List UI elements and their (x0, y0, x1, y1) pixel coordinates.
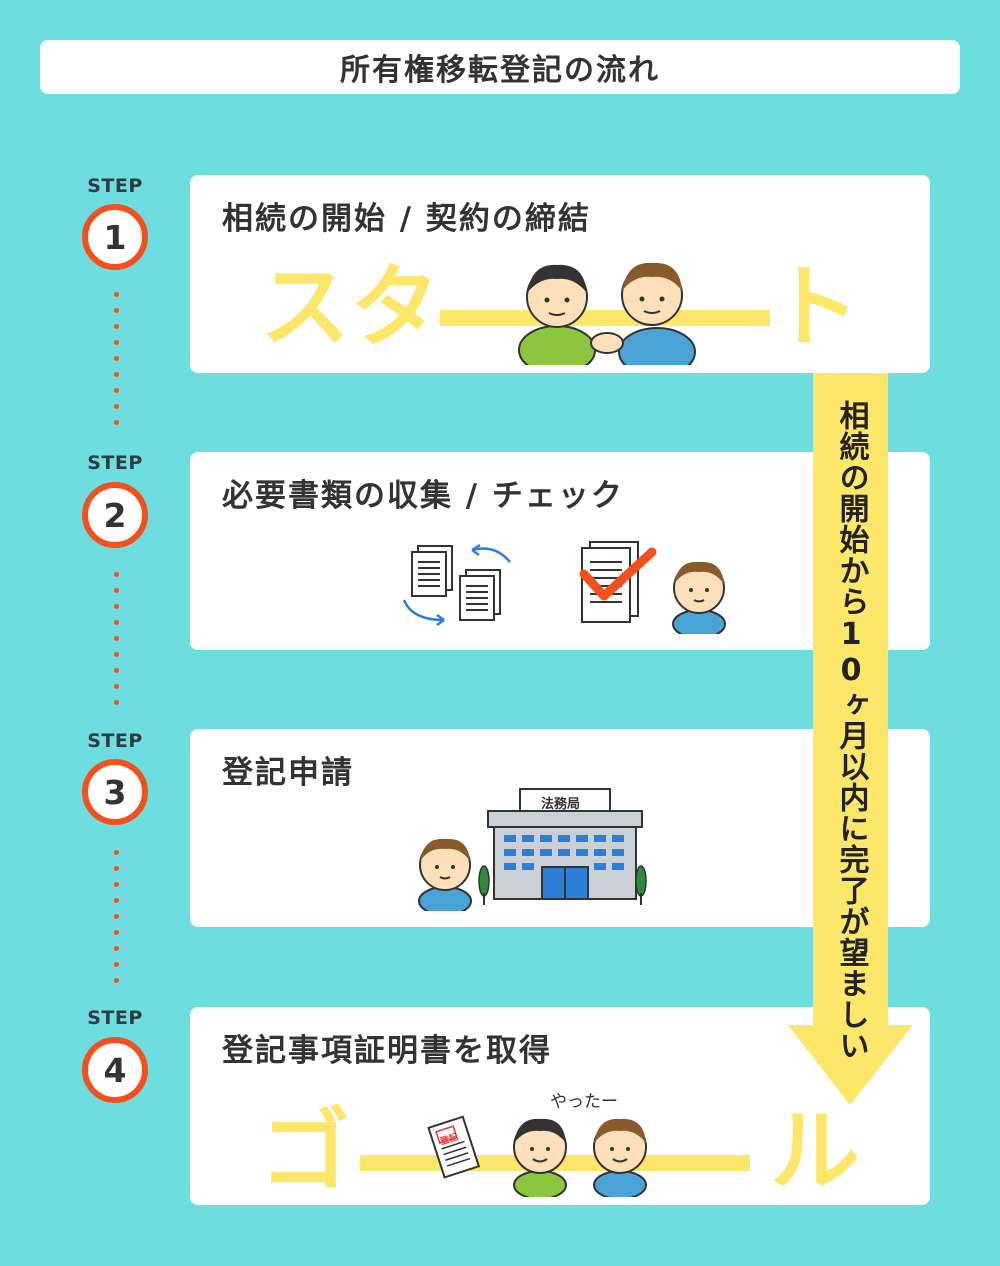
step-card-3: 登記申請 法務局 (190, 729, 930, 927)
step-card-2: 必要書類の収集 / チェック (190, 452, 930, 650)
cheer-text: やったー (550, 1092, 618, 1112)
step-card-1: 相続の開始 / 契約の締結 スタ ト (190, 175, 930, 373)
building-sign: 法務局 (541, 797, 581, 812)
step-connector-3 (114, 850, 120, 994)
start-dash (440, 310, 770, 326)
step-number-3: 3 (82, 759, 148, 825)
person-illustration (672, 561, 726, 634)
start-word-left: スタ (260, 255, 440, 360)
cheering-people-illustration (513, 1118, 647, 1197)
goal-word-left: ゴ (260, 1099, 350, 1204)
checked-document-icon (579, 541, 657, 623)
step-number-4: 4 (82, 1037, 148, 1103)
step-label-4: STEP (87, 1007, 143, 1029)
step-title-1: 相続の開始 / 契約の締結 (222, 201, 591, 237)
handshake-people-illustration (518, 262, 696, 365)
tree-icon (635, 865, 647, 905)
step-number-2: 2 (82, 482, 148, 548)
step-connector-1 (114, 292, 120, 436)
timeline-arrow-shaft (813, 373, 888, 1028)
step-label-3: STEP (87, 730, 143, 752)
step-title-2: 必要書類の収集 / チェック (222, 478, 624, 514)
document-exchange-icon (402, 543, 511, 627)
timeline-arrow-head (788, 1025, 913, 1105)
page-title: 所有権移転登記の流れ (340, 53, 660, 88)
legal-affairs-bureau-building-icon (487, 788, 643, 900)
goal-word-right: ル (770, 1099, 860, 1204)
step-connector-2 (114, 572, 120, 716)
step-label-1: STEP (87, 175, 143, 197)
tree-icon (478, 865, 490, 905)
step-title-4: 登記事項証明書を取得 (222, 1033, 552, 1069)
deadline-note: 相続の開始から10ヶ月以内に完了が望ましい (833, 400, 869, 1061)
step-title-3: 登記申請 (222, 755, 354, 791)
start-word-right: ト (770, 255, 860, 360)
step-label-2: STEP (87, 452, 143, 474)
step-number-1: 1 (82, 204, 148, 270)
registration-certificate-icon (427, 1115, 481, 1179)
person-illustration (418, 838, 472, 911)
title-banner: 所有権移転登記の流れ (40, 40, 960, 94)
